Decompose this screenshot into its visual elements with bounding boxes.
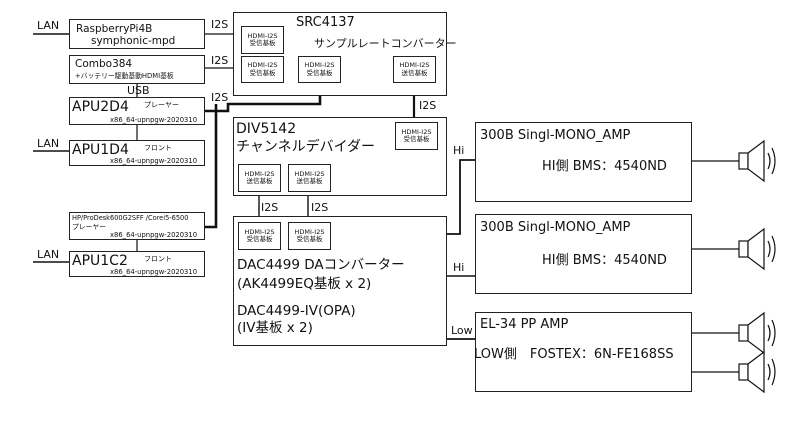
dac4499-iv-sub: (IV基板 x 2) xyxy=(237,320,313,336)
dac4499-iv-title: DAC4499-IV(OPA) xyxy=(237,303,356,319)
amp-el34-box: EL-34 PP AMP LOW側 FOSTEX：6N-FE168SS xyxy=(474,312,692,392)
hp-prodesk-os: x86_64-upnpgw-2020310 xyxy=(110,231,198,239)
apu2d4-title: APU2D4 xyxy=(72,99,129,115)
i2s-label: I2S xyxy=(311,201,329,214)
apu1c2-box: APU1C2 フロント x86_64-upnpgw-2020310 xyxy=(69,251,205,277)
combo384-box: Combo384 +バッテリー駆動基動HDMI基板 xyxy=(69,55,205,84)
amp-300b-2-title: 300B Singl-MONO_AMP xyxy=(480,220,631,235)
lan-label: LAN xyxy=(37,248,60,261)
src4137-box: SRC4137 サンプルレートコンバーター HDMI-I2S 受信基板 HDMI… xyxy=(233,12,457,96)
apu1d4-box: APU1D4 フロント x86_64-upnpgw-2020310 xyxy=(69,140,205,166)
apu1c2-os: x86_64-upnpgw-2020310 xyxy=(110,268,198,276)
usb-label: USB xyxy=(127,84,150,97)
src-hdmi-rx-board: HDMI-I2S 受信基板 xyxy=(241,26,284,54)
i2s-label: I2S xyxy=(211,18,229,31)
amp-300b-2-box: 300B Singl-MONO_AMP HI側 BMS：4540ND xyxy=(475,214,692,294)
hi-label: Hi xyxy=(453,261,465,274)
hp-prodesk-role: プレーヤー xyxy=(72,223,106,231)
amp-300b-2-speaker: HI側 BMS：4540ND xyxy=(542,253,667,268)
hp-prodesk-box: HP/ProDesk600G2SFF /Corei5-6500 プレーヤー x8… xyxy=(69,212,205,240)
div5142-box: DIV5142 チャンネルデバイダー HDMI-I2S 受信基板 HDMI-I2… xyxy=(233,117,447,196)
speaker-icon xyxy=(738,139,776,183)
div5142-subtitle: チャンネルデバイダー xyxy=(236,139,376,155)
dac4499-chip: (AK4499EQ基板 x 2) xyxy=(237,276,372,292)
lan-label: LAN xyxy=(37,19,60,32)
i2s-label: I2S xyxy=(211,91,229,104)
low-label: Low xyxy=(451,324,473,337)
speaker-icon xyxy=(738,350,776,394)
combo384-title: Combo384 xyxy=(75,58,133,70)
div-hdmi-tx-board: HDMI-I2S 送信基板 xyxy=(288,164,331,192)
combo384-sub: +バッテリー駆動基動HDMI基板 xyxy=(75,72,174,80)
dac4499-box: HDMI-I2S 受信基板 HDMI-I2S 受信基板 DAC4499 DAコン… xyxy=(233,216,447,346)
speaker-icon xyxy=(738,311,776,355)
div5142-title: DIV5142 xyxy=(236,121,297,137)
amp-300b-1-speaker: HI側 BMS：4540ND xyxy=(542,159,667,174)
src-hdmi-rx-board: HDMI-I2S 受信基板 xyxy=(298,56,341,83)
amp-el34-title: EL-34 PP AMP xyxy=(480,317,569,332)
speaker-icon xyxy=(738,227,776,271)
raspberrypi-title: RaspberryPi4B xyxy=(76,23,153,35)
src-hdmi-rx-board: HDMI-I2S 受信基板 xyxy=(241,56,284,83)
div-hdmi-rx-board: HDMI-I2S 受信基板 xyxy=(395,122,438,150)
i2s-label: I2S xyxy=(419,99,437,112)
src4137-subtitle: サンプルレートコンバーター xyxy=(314,37,457,50)
apu1d4-title: APU1D4 xyxy=(72,142,129,158)
amp-el34-speaker: LOW側 FOSTEX：6N-FE168SS xyxy=(474,347,674,362)
src4137-title: SRC4137 xyxy=(296,15,355,30)
apu1d4-role: フロント xyxy=(144,144,172,152)
hi-label: Hi xyxy=(453,144,465,157)
apu2d4-box: APU2D4 プレーヤー x86_64-upnpgw-2020310 xyxy=(69,97,205,125)
apu1c2-role: フロント xyxy=(144,255,172,263)
lan-label: LAN xyxy=(37,137,60,150)
apu1d4-os: x86_64-upnpgw-2020310 xyxy=(110,157,198,165)
raspberrypi-sub: symphonic-mpd xyxy=(91,35,176,47)
amp-300b-1-box: 300B Singl-MONO_AMP HI側 BMS：4540ND xyxy=(475,122,692,202)
dac4499-title: DAC4499 DAコンバーター xyxy=(237,257,405,273)
apu1c2-title: APU1C2 xyxy=(72,253,128,269)
dac-hdmi-rx-board: HDMI-I2S 受信基板 xyxy=(238,222,281,250)
div-hdmi-tx-board: HDMI-I2S 送信基板 xyxy=(238,164,281,192)
amp-300b-1-title: 300B Singl-MONO_AMP xyxy=(480,128,631,143)
src-hdmi-tx-board: HDMI-I2S 送信基板 xyxy=(393,56,436,83)
hp-prodesk-title: HP/ProDesk600G2SFF /Corei5-6500 xyxy=(72,214,189,222)
raspberrypi-box: RaspberryPi4B symphonic-mpd xyxy=(69,19,205,49)
apu2d4-role: プレーヤー xyxy=(144,101,179,109)
i2s-label: I2S xyxy=(211,54,229,67)
apu2d4-os: x86_64-upnpgw-2020310 xyxy=(110,116,198,124)
dac-hdmi-rx-board: HDMI-I2S 受信基板 xyxy=(288,222,331,250)
i2s-label: I2S xyxy=(261,201,279,214)
